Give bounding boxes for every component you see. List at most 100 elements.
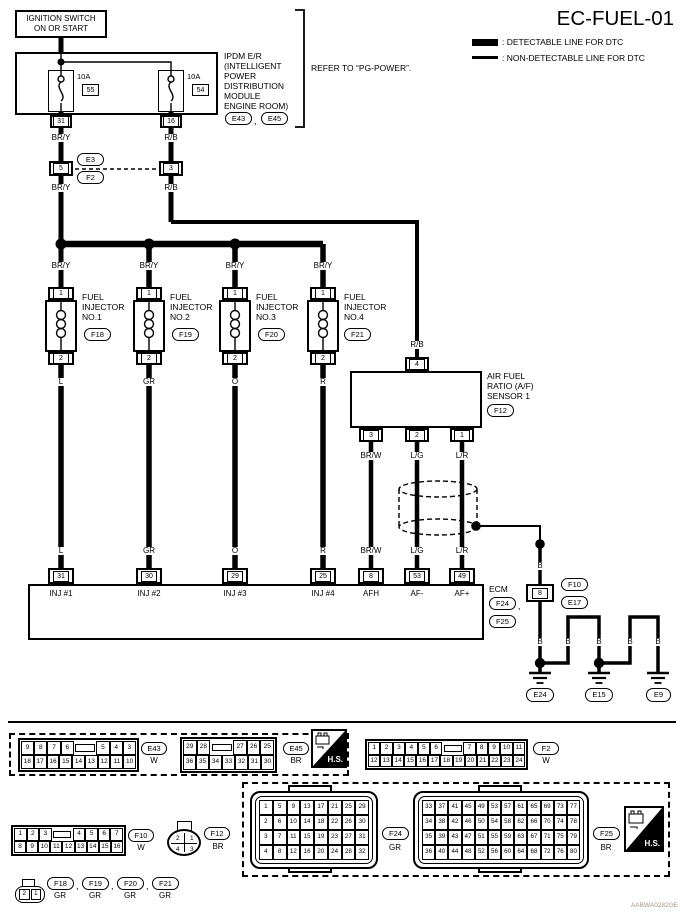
pin-cell: 26: [246, 740, 261, 755]
injector2-label1: FUEL: [170, 292, 192, 302]
pinout-f21-id: F21: [152, 877, 179, 890]
wire-color-bry: BR/Y: [137, 261, 161, 270]
pin-cell: 16: [416, 754, 429, 767]
pin-cell: 35: [196, 755, 209, 770]
pin-cell: 12: [368, 754, 381, 767]
pin-cell: 10: [123, 755, 137, 769]
pin-cell: 79: [566, 830, 581, 845]
wire-color-bry: BR/Y: [49, 183, 73, 192]
ground-e9: E9: [646, 688, 671, 702]
ecm-box: [28, 584, 484, 640]
pin-cell: 12: [97, 755, 111, 769]
pin-cell: 71: [540, 830, 554, 845]
injector-pin: 1: [30, 888, 42, 901]
pin-cell: 5: [417, 742, 430, 755]
pin-cell: 8: [475, 742, 488, 755]
pin-cell: 27: [341, 830, 356, 845]
pin-cell: 55: [487, 830, 502, 845]
pin-cell: 11: [110, 755, 124, 769]
pin-cell: 77: [566, 800, 581, 815]
injector4-label3: NO.4: [344, 312, 364, 322]
ground-e15: E15: [585, 688, 613, 702]
pin-cell: 10: [38, 840, 51, 853]
pin-cell: 74: [553, 815, 567, 830]
legend-thick-line: [472, 39, 498, 46]
injector4-label1: FUEL: [344, 292, 366, 302]
ecm-terminal-53: 53: [404, 568, 430, 584]
injector1-label3: NO.1: [82, 312, 102, 322]
ecm-signal-inj2: INJ #2: [137, 589, 161, 598]
injector4-pin-bottom: 2: [310, 352, 336, 365]
wire-color-bry: BR/Y: [223, 261, 247, 270]
hs-icon: H.S.: [624, 806, 664, 852]
f12-pin: 3: [190, 846, 194, 853]
connector-ref-f25: F25: [489, 615, 516, 628]
refer-note: REFER TO “PG-POWER”.: [311, 63, 412, 73]
pin-cell: 22: [488, 754, 501, 767]
pin-cell: 15: [98, 840, 111, 853]
pin-cell: 44: [448, 845, 462, 860]
fuse-55-box: [48, 70, 74, 112]
wire-color-b: B: [535, 561, 545, 570]
injector2-pin-top: 1: [136, 287, 162, 300]
pin-cell: 76: [553, 845, 567, 860]
pin-cell: 49: [474, 800, 488, 815]
pin-cell: 47: [461, 830, 475, 845]
wire-color-rb: R/B: [162, 133, 180, 142]
pin-cell: 22: [327, 815, 342, 830]
pin-cell: 36: [422, 845, 436, 860]
ecm-terminal-25: 25: [310, 568, 336, 584]
pin-cell: 14: [86, 840, 99, 853]
afsensor-pin-3: 3: [359, 428, 383, 442]
pin-cell: [73, 741, 97, 755]
pin-cell: 16: [46, 755, 60, 769]
ecm-terminal-8: 8: [358, 568, 384, 584]
wire-color-lr: L/R: [453, 451, 471, 460]
injector1-pin-top: 1: [48, 287, 74, 300]
wire-color-b: B: [625, 637, 635, 646]
comma: ,: [111, 881, 114, 891]
wire-color-gr: GR: [141, 377, 157, 386]
wire-color-l: L: [56, 377, 66, 386]
pinout-f12-color: BR: [212, 842, 224, 851]
wire-color-l: L: [56, 546, 66, 555]
pin-cell: 72: [540, 845, 554, 860]
pinout-group-f24-f25: [242, 782, 670, 877]
pin-cell: 6: [60, 741, 74, 755]
pinout-f12: 2 1 4 3: [167, 829, 201, 856]
wire-color-gr: GR: [141, 546, 157, 555]
pin-cell: 51: [474, 830, 488, 845]
pin-cell: 32: [355, 845, 369, 860]
ipdm-name-3: POWER: [224, 71, 257, 81]
pin-cell: 78: [566, 815, 581, 830]
pin-cell: 4: [405, 742, 418, 755]
pin-cell: 4: [72, 828, 86, 841]
connector-ref-f19: F19: [172, 328, 199, 341]
pin-cell: 45: [461, 800, 475, 815]
pin-cell: 11: [512, 742, 526, 755]
pin-cell: 63: [514, 830, 528, 845]
f12-pin: 4: [176, 846, 180, 853]
wire-color-r: R: [318, 377, 328, 386]
figure-code: AABWA0282GE: [630, 902, 678, 909]
pin-cell: 16: [300, 845, 314, 860]
ipdm-name-5: MODULE: [224, 91, 261, 101]
pin-cell: 29: [355, 800, 369, 815]
pinout-injector: 2 1: [15, 886, 45, 903]
pin-cell: 54: [487, 815, 502, 830]
pinout-e43-color: W: [150, 756, 158, 765]
injector1-body: [45, 300, 77, 352]
pin-cell: 3: [392, 742, 406, 755]
pin-cell: 20: [464, 754, 477, 767]
injector3-pin-top: 1: [222, 287, 248, 300]
pin-cell: 75: [553, 830, 567, 845]
connector-ref-e43: E43: [225, 112, 252, 125]
pin-cell: [442, 742, 464, 755]
ignition-line1: IGNITION SWITCH: [26, 14, 96, 24]
pinout-group-e43-e45: [9, 733, 349, 776]
pin-cell: 37: [435, 800, 449, 815]
pin-cell: 25: [260, 740, 275, 755]
connector-ref-f12: F12: [487, 404, 514, 417]
